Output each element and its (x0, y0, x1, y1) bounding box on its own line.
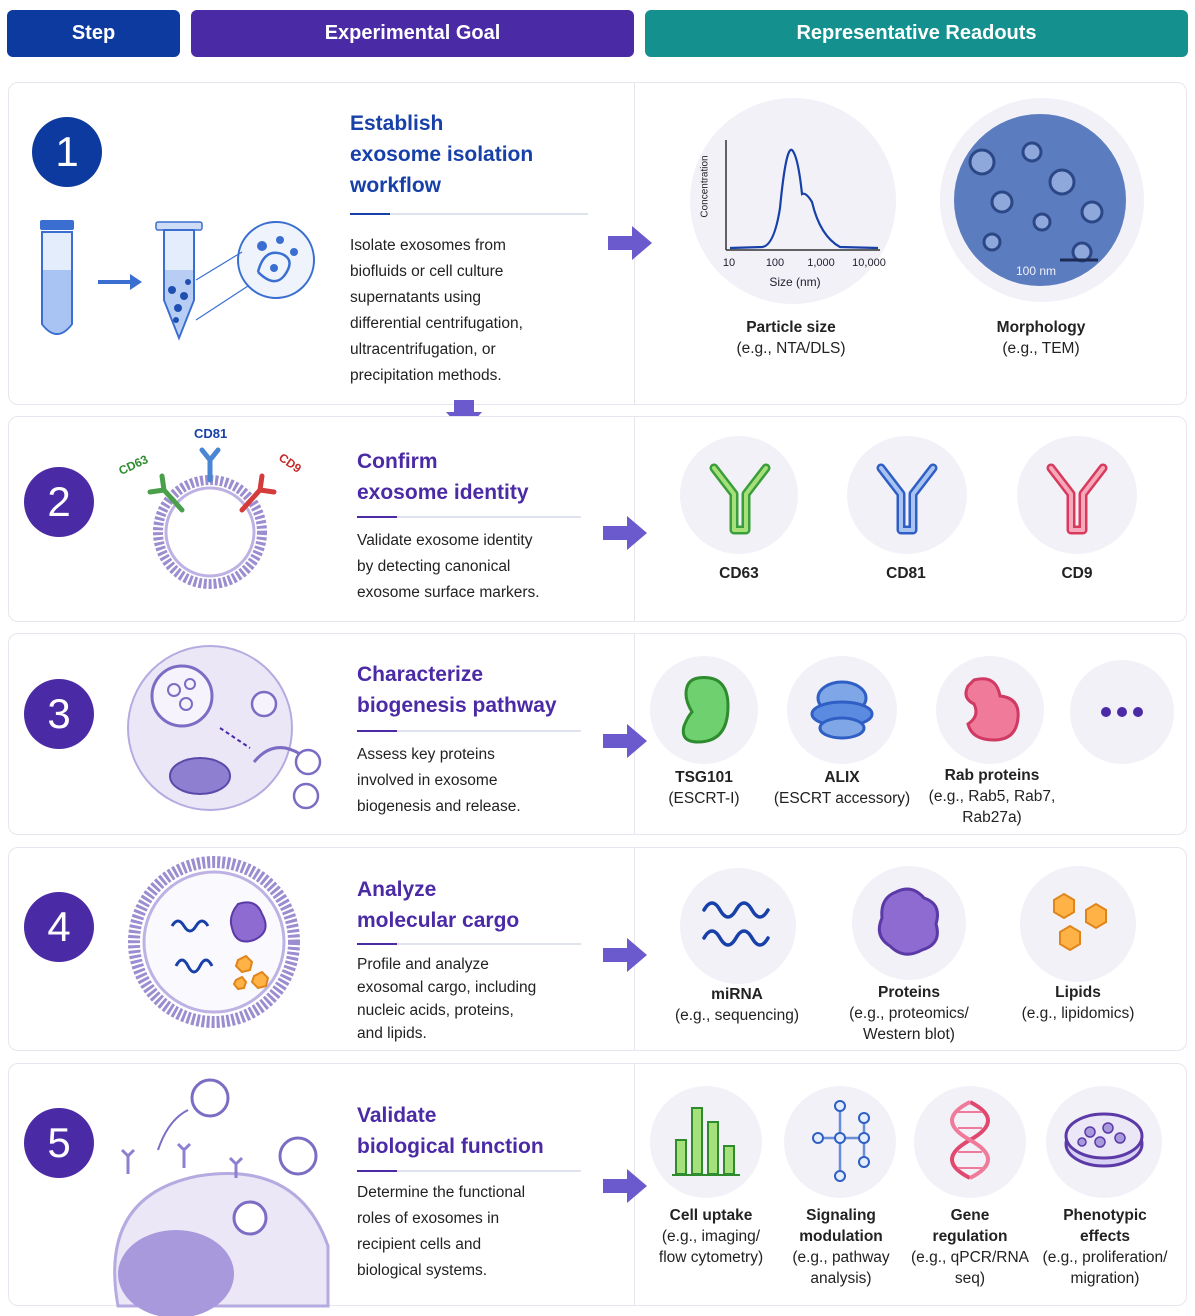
more-proteins-icon (1101, 707, 1143, 717)
tsg101-protein-icon (681, 676, 730, 744)
chart-ylabel: Concentration (699, 155, 711, 218)
exosome-markers-illustration (147, 447, 277, 589)
step-5-description: Determine the functional roles of exosom… (357, 1184, 526, 1279)
step-2-number: 2 (24, 467, 94, 537)
readout-cd9: CD9 (1061, 565, 1093, 582)
dna-helix-icon (950, 1100, 990, 1180)
recipient-cell-illustration (113, 1078, 330, 1316)
mirna-icon (702, 901, 770, 947)
step-4-arrow-icon (603, 938, 647, 972)
chart-tick-10: 10 (722, 257, 736, 269)
step-3-title: Characterize biogenesis pathway (357, 663, 557, 717)
readout-tsg101: TSG101(ESCRT-I) (668, 769, 740, 807)
step-2-arrow-icon (603, 516, 647, 550)
readout-cd63: CD63 (719, 565, 759, 582)
step-5-arrow-icon (603, 1169, 647, 1203)
step-4-number: 4 (24, 892, 94, 962)
size-distribution-curve (729, 148, 879, 250)
petri-dish-icon (1064, 1112, 1144, 1168)
readout-gene-regulation: Gene regulation(e.g., qPCR/RNA seq) (910, 1207, 1029, 1287)
step-3-arrow-icon (603, 724, 647, 758)
chart-tick-10000: 10,000 (852, 257, 886, 269)
readout-cell-uptake: Cell uptake(e.g., imaging/ flow cytometr… (658, 1207, 764, 1266)
tem-scalebar-label: 100 nm (1016, 264, 1057, 278)
readout-proteins: Proteins(e.g., proteomics/ Western blot) (849, 984, 969, 1043)
step-1-description: Isolate exosomes from biofluids or cell … (350, 237, 523, 384)
marker-label-cd81: CD81 (194, 426, 228, 441)
rab-protein-icon (964, 677, 1020, 742)
signaling-network-icon (812, 1100, 870, 1182)
particle-size-chart (725, 140, 880, 251)
tem-morphology-image (954, 114, 1126, 286)
isolation-tubes-illustration (40, 220, 315, 341)
readout-particle-size: Particle size(e.g., NTA/DLS) (736, 319, 846, 357)
step-1-arrow-icon (608, 226, 652, 260)
step-5-title: Validate biological function (357, 1104, 544, 1158)
readout-alix: ALIX(ESCRT accessory) (773, 769, 911, 807)
cd81-antibody-icon (876, 463, 938, 535)
cd63-antibody-icon (709, 463, 771, 535)
step-3-description: Assess key proteins involved in exosome … (357, 746, 521, 815)
molecular-cargo-illustration (128, 856, 300, 1028)
step-5-number: 5 (24, 1108, 94, 1178)
alix-protein-icon (810, 680, 874, 740)
chart-tick-1000: 1,000 (807, 257, 835, 269)
step-2-title: Confirm exosome identity (357, 450, 529, 504)
cell-uptake-bar-icon (672, 1107, 740, 1176)
chart-xlabel: Size (nm) (769, 275, 821, 289)
step-1-number: 1 (32, 117, 102, 187)
readout-signaling-modulation: Signaling modulation(e.g., pathway analy… (792, 1207, 890, 1287)
step-4-description: Profile and analyze exosomal cargo, incl… (357, 956, 537, 1042)
chart-tick-100: 100 (765, 257, 785, 269)
readout-rab-proteins: Rab proteins(e.g., Rab5, Rab7, Rab27a) (928, 767, 1056, 826)
readout-phenotypic-effects: Phenotypic effects(e.g., proliferation/ … (1042, 1207, 1168, 1287)
readout-cd81: CD81 (886, 565, 926, 582)
readout-mirna: miRNA(e.g., sequencing) (674, 986, 800, 1024)
step-2-description: Validate exosome identity by detecting c… (357, 532, 540, 601)
cd9-antibody-icon (1046, 463, 1108, 535)
step-4-title: Analyze molecular cargo (357, 878, 520, 932)
proteins-cargo-icon (877, 887, 939, 956)
readout-morphology: Morphology(e.g., TEM) (996, 319, 1086, 357)
header-representative-readouts: Representative Readouts (645, 10, 1188, 57)
header-step: Step (7, 10, 180, 57)
step-3-number: 3 (24, 679, 94, 749)
biogenesis-cell-illustration (127, 645, 322, 811)
header-experimental-goal: Experimental Goal (191, 10, 634, 57)
step-1-title: Establish exosome isolation workflow (350, 112, 534, 197)
lipids-icon (1053, 892, 1107, 952)
readout-lipids: Lipids(e.g., lipidomics) (1021, 984, 1135, 1022)
